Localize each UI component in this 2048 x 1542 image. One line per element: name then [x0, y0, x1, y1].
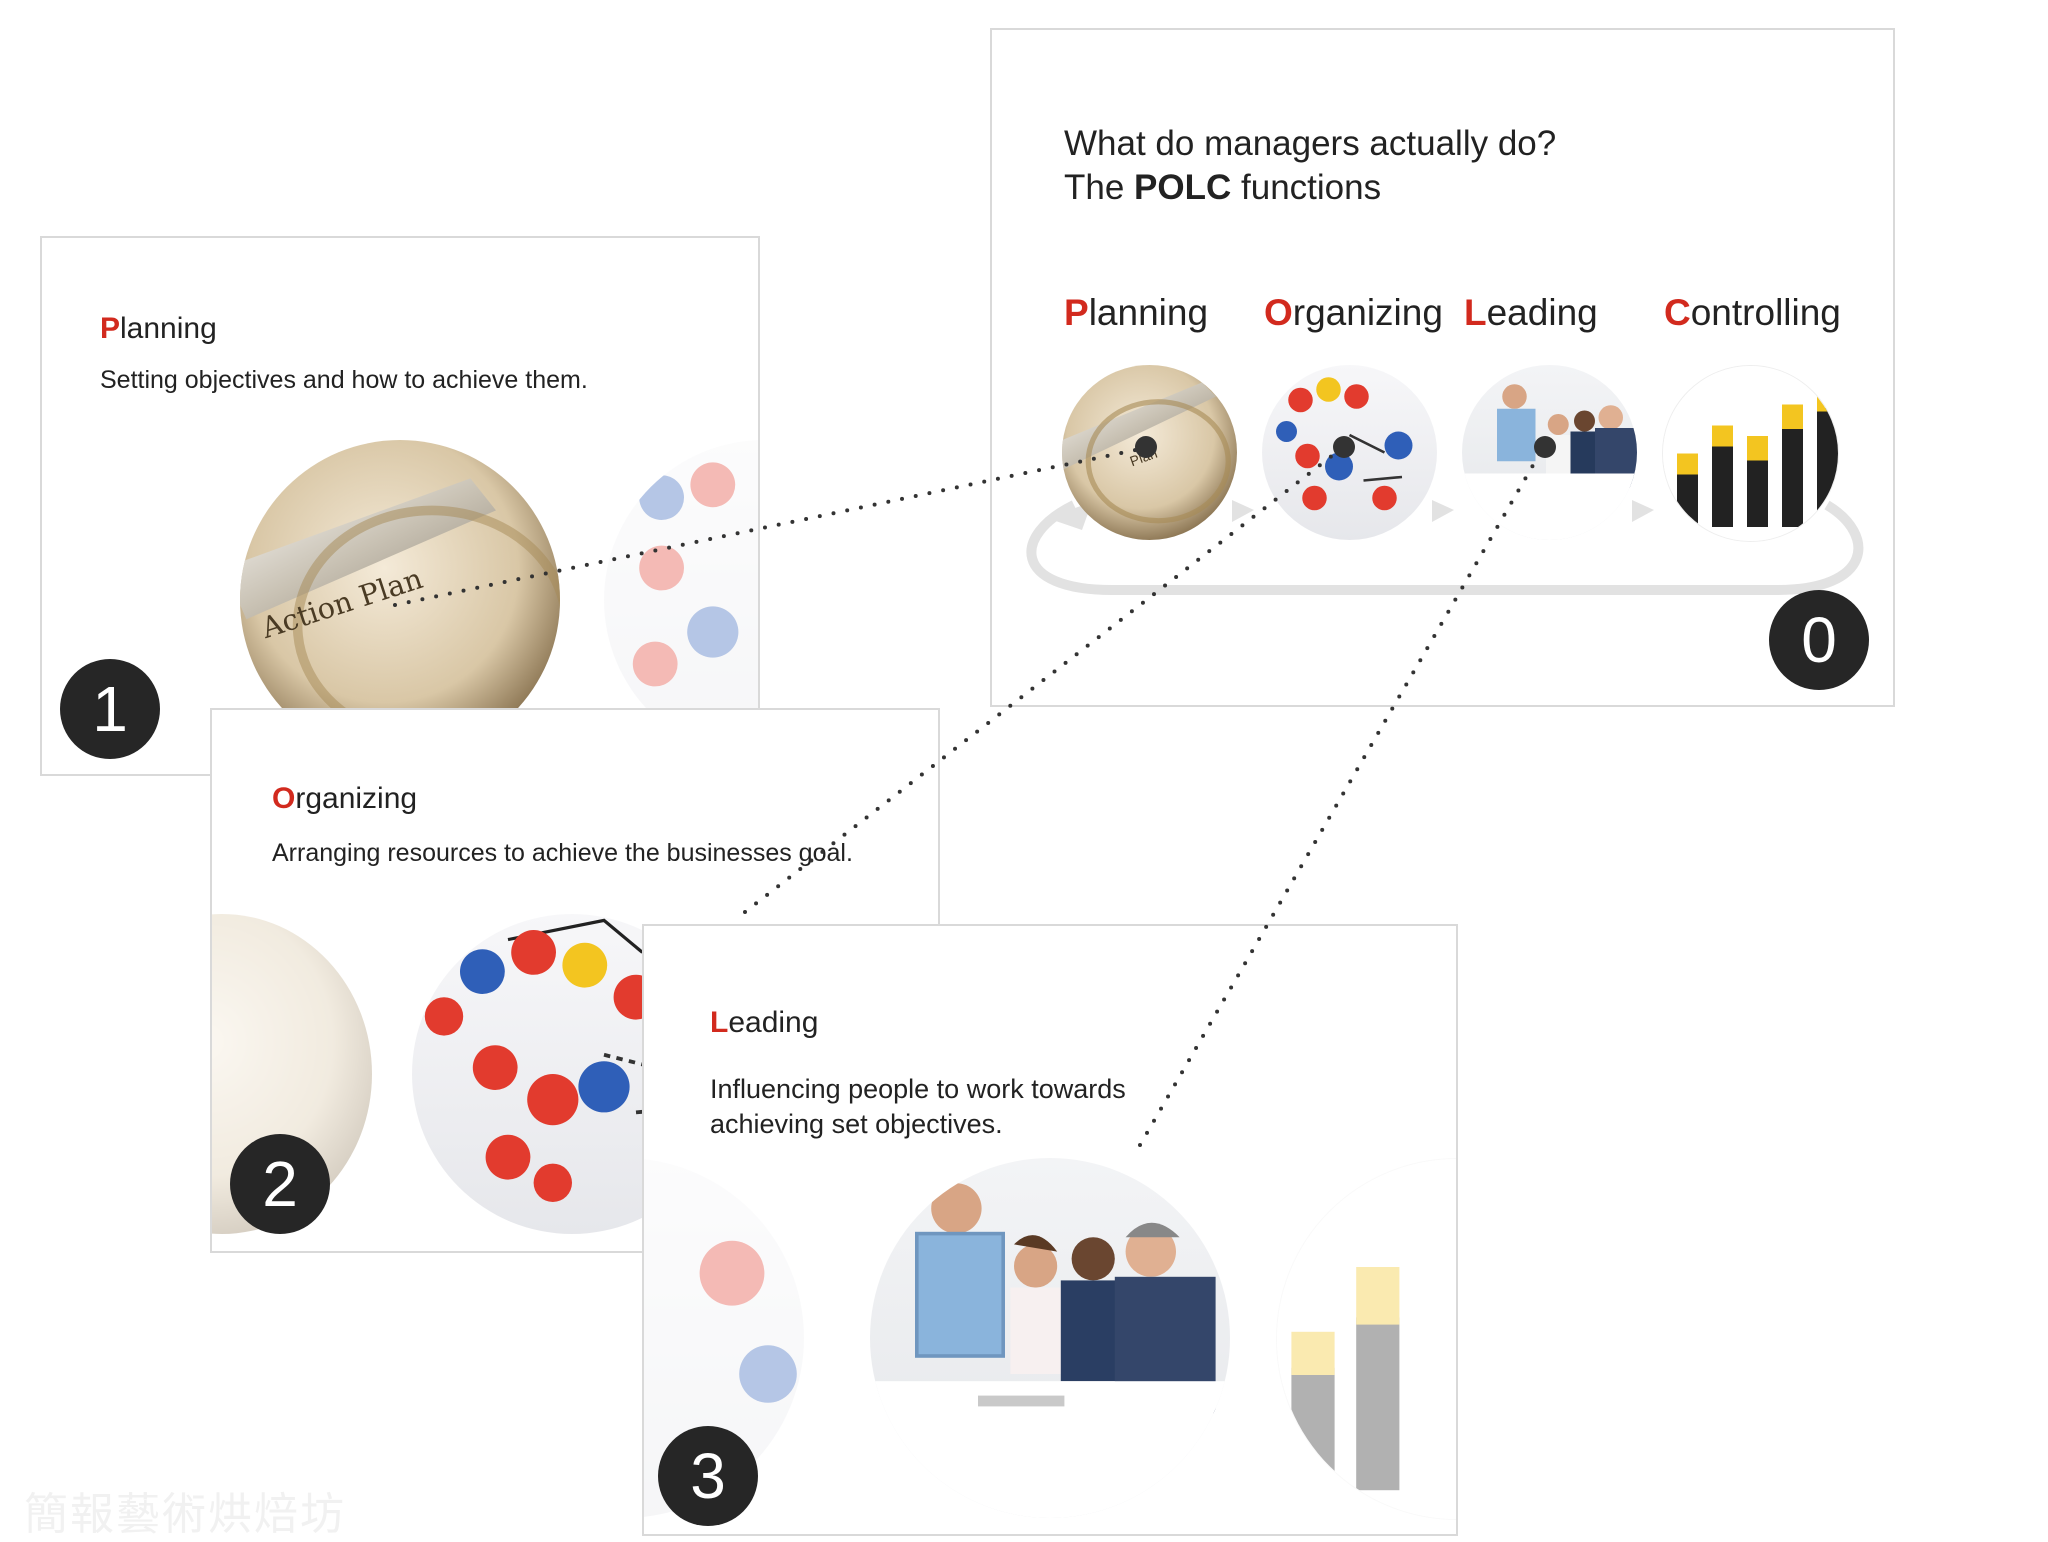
watermark: 簡報藝術烘焙坊 [24, 1489, 346, 1540]
heading-initial: L [710, 1006, 729, 1039]
overview-function-organizing: Organizing [1264, 292, 1443, 334]
leading-heading: Leading [710, 1006, 818, 1040]
overview-function-planning: Planning [1064, 292, 1208, 334]
function-rest: lanning [1088, 292, 1209, 333]
planning-slide[interactable]: Planning Setting objectives and how to a… [40, 236, 760, 776]
heading-initial: P [100, 312, 121, 345]
function-initial: O [1264, 292, 1293, 333]
slide-number-badge-2: 2 [230, 1134, 330, 1234]
overview-title-suffix: functions [1231, 168, 1382, 207]
overview-title-prefix: The [1064, 168, 1135, 207]
function-initial: C [1664, 292, 1691, 333]
organizing-description: Arranging resources to achieve the busin… [272, 839, 853, 867]
leading-thumbnail [1462, 365, 1637, 540]
heading-initial: O [272, 782, 296, 815]
overview-title-line2: The POLC functions [1064, 168, 1381, 208]
function-rest: eading [1486, 292, 1598, 333]
overview-slide[interactable]: What do managers actually do? The POLC f… [990, 28, 1895, 707]
overview-title-bold: POLC [1134, 168, 1232, 207]
function-rest: ontrolling [1690, 292, 1841, 333]
planning-thumbnail: Plan [1062, 365, 1237, 540]
slide-number-badge-0: 0 [1769, 590, 1869, 690]
overview-function-leading: Leading [1464, 292, 1598, 334]
planning-description: Setting objectives and how to achieve th… [100, 366, 588, 394]
overview-function-controlling: Controlling [1664, 292, 1841, 334]
leading-image [870, 1158, 1230, 1518]
function-rest: rganizing [1292, 292, 1443, 333]
leading-description-line1: Influencing people to work towards [710, 1074, 1126, 1104]
leading-slide[interactable]: Leading Influencing people to work towar… [642, 924, 1458, 1536]
overview-title-line1: What do managers actually do? [1064, 124, 1557, 163]
organizing-thumbnail [1262, 365, 1437, 540]
leading-description-line2: achieving set objectives. [710, 1109, 1003, 1139]
controlling-image-preview [1276, 1158, 1456, 1520]
heading-rest: rganizing [295, 782, 418, 815]
heading-rest: lanning [120, 312, 217, 345]
function-initial: P [1064, 292, 1089, 333]
slide-number-badge-3: 3 [658, 1426, 758, 1526]
heading-rest: eading [728, 1006, 819, 1039]
function-initial: L [1464, 292, 1487, 333]
planning-heading: Planning [100, 312, 217, 346]
slide-number-badge-1: 1 [60, 659, 160, 759]
controlling-thumbnail [1662, 365, 1839, 542]
organizing-heading: Organizing [272, 782, 417, 816]
